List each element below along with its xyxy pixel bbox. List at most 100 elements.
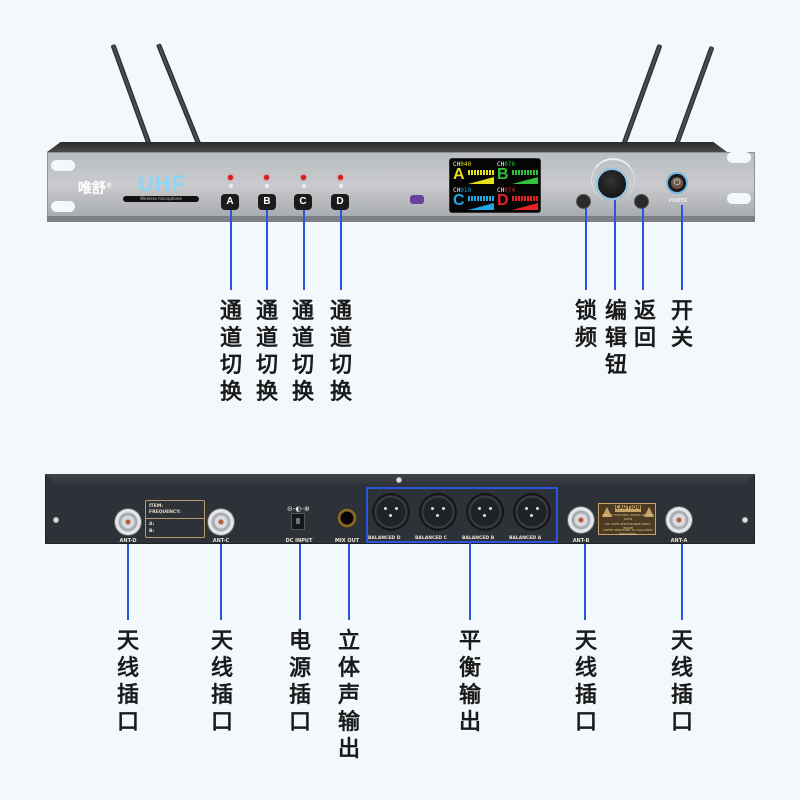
- ant-b[interactable]: [568, 507, 594, 533]
- channel-number: 074: [504, 187, 516, 194]
- channel-c-led: [301, 175, 306, 180]
- callout-line: [681, 205, 683, 290]
- callout-line: [584, 544, 586, 620]
- display-channel-a: CH040 A: [452, 161, 496, 187]
- ant-a[interactable]: [666, 507, 692, 533]
- power-icon: ⏻: [671, 177, 683, 189]
- signal-ramp: [468, 177, 494, 184]
- channel-c-indicator: [302, 184, 306, 188]
- rack-ear-hole: [727, 152, 751, 163]
- signal-ramp: [512, 177, 538, 184]
- rack-ear-hole: [51, 201, 75, 212]
- display-channel-c: CH010 C: [452, 187, 496, 213]
- level-bars: [468, 196, 494, 201]
- edit-knob[interactable]: [596, 168, 628, 200]
- warning-icon: [644, 507, 654, 517]
- caution-line: NO USER SERVICEABLE PARTS INSIDE: [605, 522, 651, 530]
- channel-number: 040: [460, 161, 472, 168]
- channel-b-indicator: [265, 184, 269, 188]
- display-channel-b: CH076 B: [496, 161, 540, 187]
- callout-channel-switch-d: 通道切换: [329, 299, 352, 405]
- callout-line: [614, 200, 616, 290]
- warning-icon: [602, 507, 612, 517]
- channel-button-c[interactable]: C: [294, 194, 312, 210]
- callout-lock: 锁频: [574, 299, 597, 351]
- callout-channel-switch-b: 通道切换: [255, 299, 278, 405]
- power-button[interactable]: ⏻: [666, 172, 688, 194]
- ir-sync-window: [410, 195, 424, 204]
- item-line: FREQUENCY:: [149, 510, 181, 515]
- ant-d-label: ANT-D: [119, 538, 137, 544]
- antenna-4: [672, 45, 715, 151]
- callout-line: [127, 544, 129, 620]
- channel-number: 076: [504, 161, 516, 168]
- callout-back: 返回: [633, 299, 656, 351]
- front-panel-top: [47, 142, 727, 152]
- caution-line: RISK OF ELECTRIC SHOCK DO NOT OPEN: [602, 513, 654, 521]
- model-label: UHF: [138, 171, 187, 196]
- back-button[interactable]: [634, 194, 649, 209]
- callout-line: [585, 208, 587, 290]
- lock-button[interactable]: [576, 194, 591, 209]
- rack-ear-hole: [51, 160, 75, 171]
- callout-balanced-output: 平衡输出: [458, 629, 481, 735]
- channel-letter: B: [497, 166, 509, 183]
- callout-line: [469, 543, 471, 620]
- callout-line: [681, 544, 683, 620]
- subtitle-label: Wireless microphone: [123, 196, 199, 202]
- callout-antenna-b: 天线插口: [574, 629, 597, 735]
- callout-line: [220, 544, 222, 620]
- screw: [742, 517, 748, 523]
- channel-button-b[interactable]: B: [258, 194, 276, 210]
- balanced-d-label: BALANCED D: [368, 536, 401, 541]
- channel-button-a[interactable]: A: [221, 194, 239, 210]
- caution-label: CAUTION RISK OF ELECTRIC SHOCK DO NOT OP…: [598, 503, 656, 536]
- callout-stereo-output: 立体声输出: [337, 629, 360, 762]
- balanced-b-label: BALANCED B: [462, 536, 495, 541]
- item-line: B:: [149, 529, 155, 534]
- ant-c[interactable]: [208, 509, 234, 535]
- mix-out[interactable]: [337, 508, 357, 528]
- channel-d-indicator: [339, 184, 343, 188]
- dc-polarity-icon: ⊖-◐-⊕: [287, 505, 310, 513]
- callout-line: [230, 210, 232, 290]
- callout-line: [642, 208, 644, 290]
- callout-antenna-d: 天线插口: [116, 629, 139, 735]
- dc-input-label: DC INPUT: [285, 538, 313, 544]
- front-panel-bottom: [47, 216, 755, 222]
- channel-button-d[interactable]: D: [331, 194, 349, 210]
- signal-ramp: [468, 203, 494, 210]
- xlr-balanced-b[interactable]: [466, 493, 504, 531]
- ant-a-label: ANT-A: [670, 538, 688, 544]
- callout-line: [299, 544, 301, 620]
- channel-b-led: [264, 175, 269, 180]
- channel-a-indicator: [229, 184, 233, 188]
- lcd-display: CH040 A CH076 B CH010 C CH074 D: [449, 158, 541, 213]
- balanced-a-label: BALANCED A: [509, 536, 542, 541]
- antenna-1: [110, 43, 153, 149]
- callout-line: [348, 544, 350, 620]
- divider: [146, 518, 204, 519]
- channel-prefix: CH: [453, 161, 461, 168]
- power-label: POWER: [668, 198, 688, 204]
- xlr-balanced-c[interactable]: [419, 493, 457, 531]
- caution-line: REFER SERVICING TO QUALIFIED PERSONNEL: [603, 528, 653, 536]
- channel-prefix: CH: [497, 161, 505, 168]
- ant-d[interactable]: [115, 509, 141, 535]
- channel-number: 010: [460, 187, 472, 194]
- item-line: A:: [149, 522, 155, 527]
- channel-d-led: [338, 175, 343, 180]
- screw: [396, 477, 402, 483]
- callout-antenna-c: 天线插口: [210, 629, 233, 735]
- channel-prefix: CH: [453, 187, 461, 194]
- brand-logo: 唯舒®: [78, 181, 112, 197]
- xlr-balanced-a[interactable]: [513, 493, 551, 531]
- callout-antenna-a: 天线插口: [670, 629, 693, 735]
- level-bars: [512, 170, 538, 175]
- callout-power: 开关: [670, 299, 693, 351]
- xlr-balanced-d[interactable]: [372, 493, 410, 531]
- callout-line: [340, 210, 342, 290]
- dc-input[interactable]: [291, 513, 305, 530]
- antenna-2: [155, 43, 202, 147]
- channel-letter: A: [453, 166, 465, 183]
